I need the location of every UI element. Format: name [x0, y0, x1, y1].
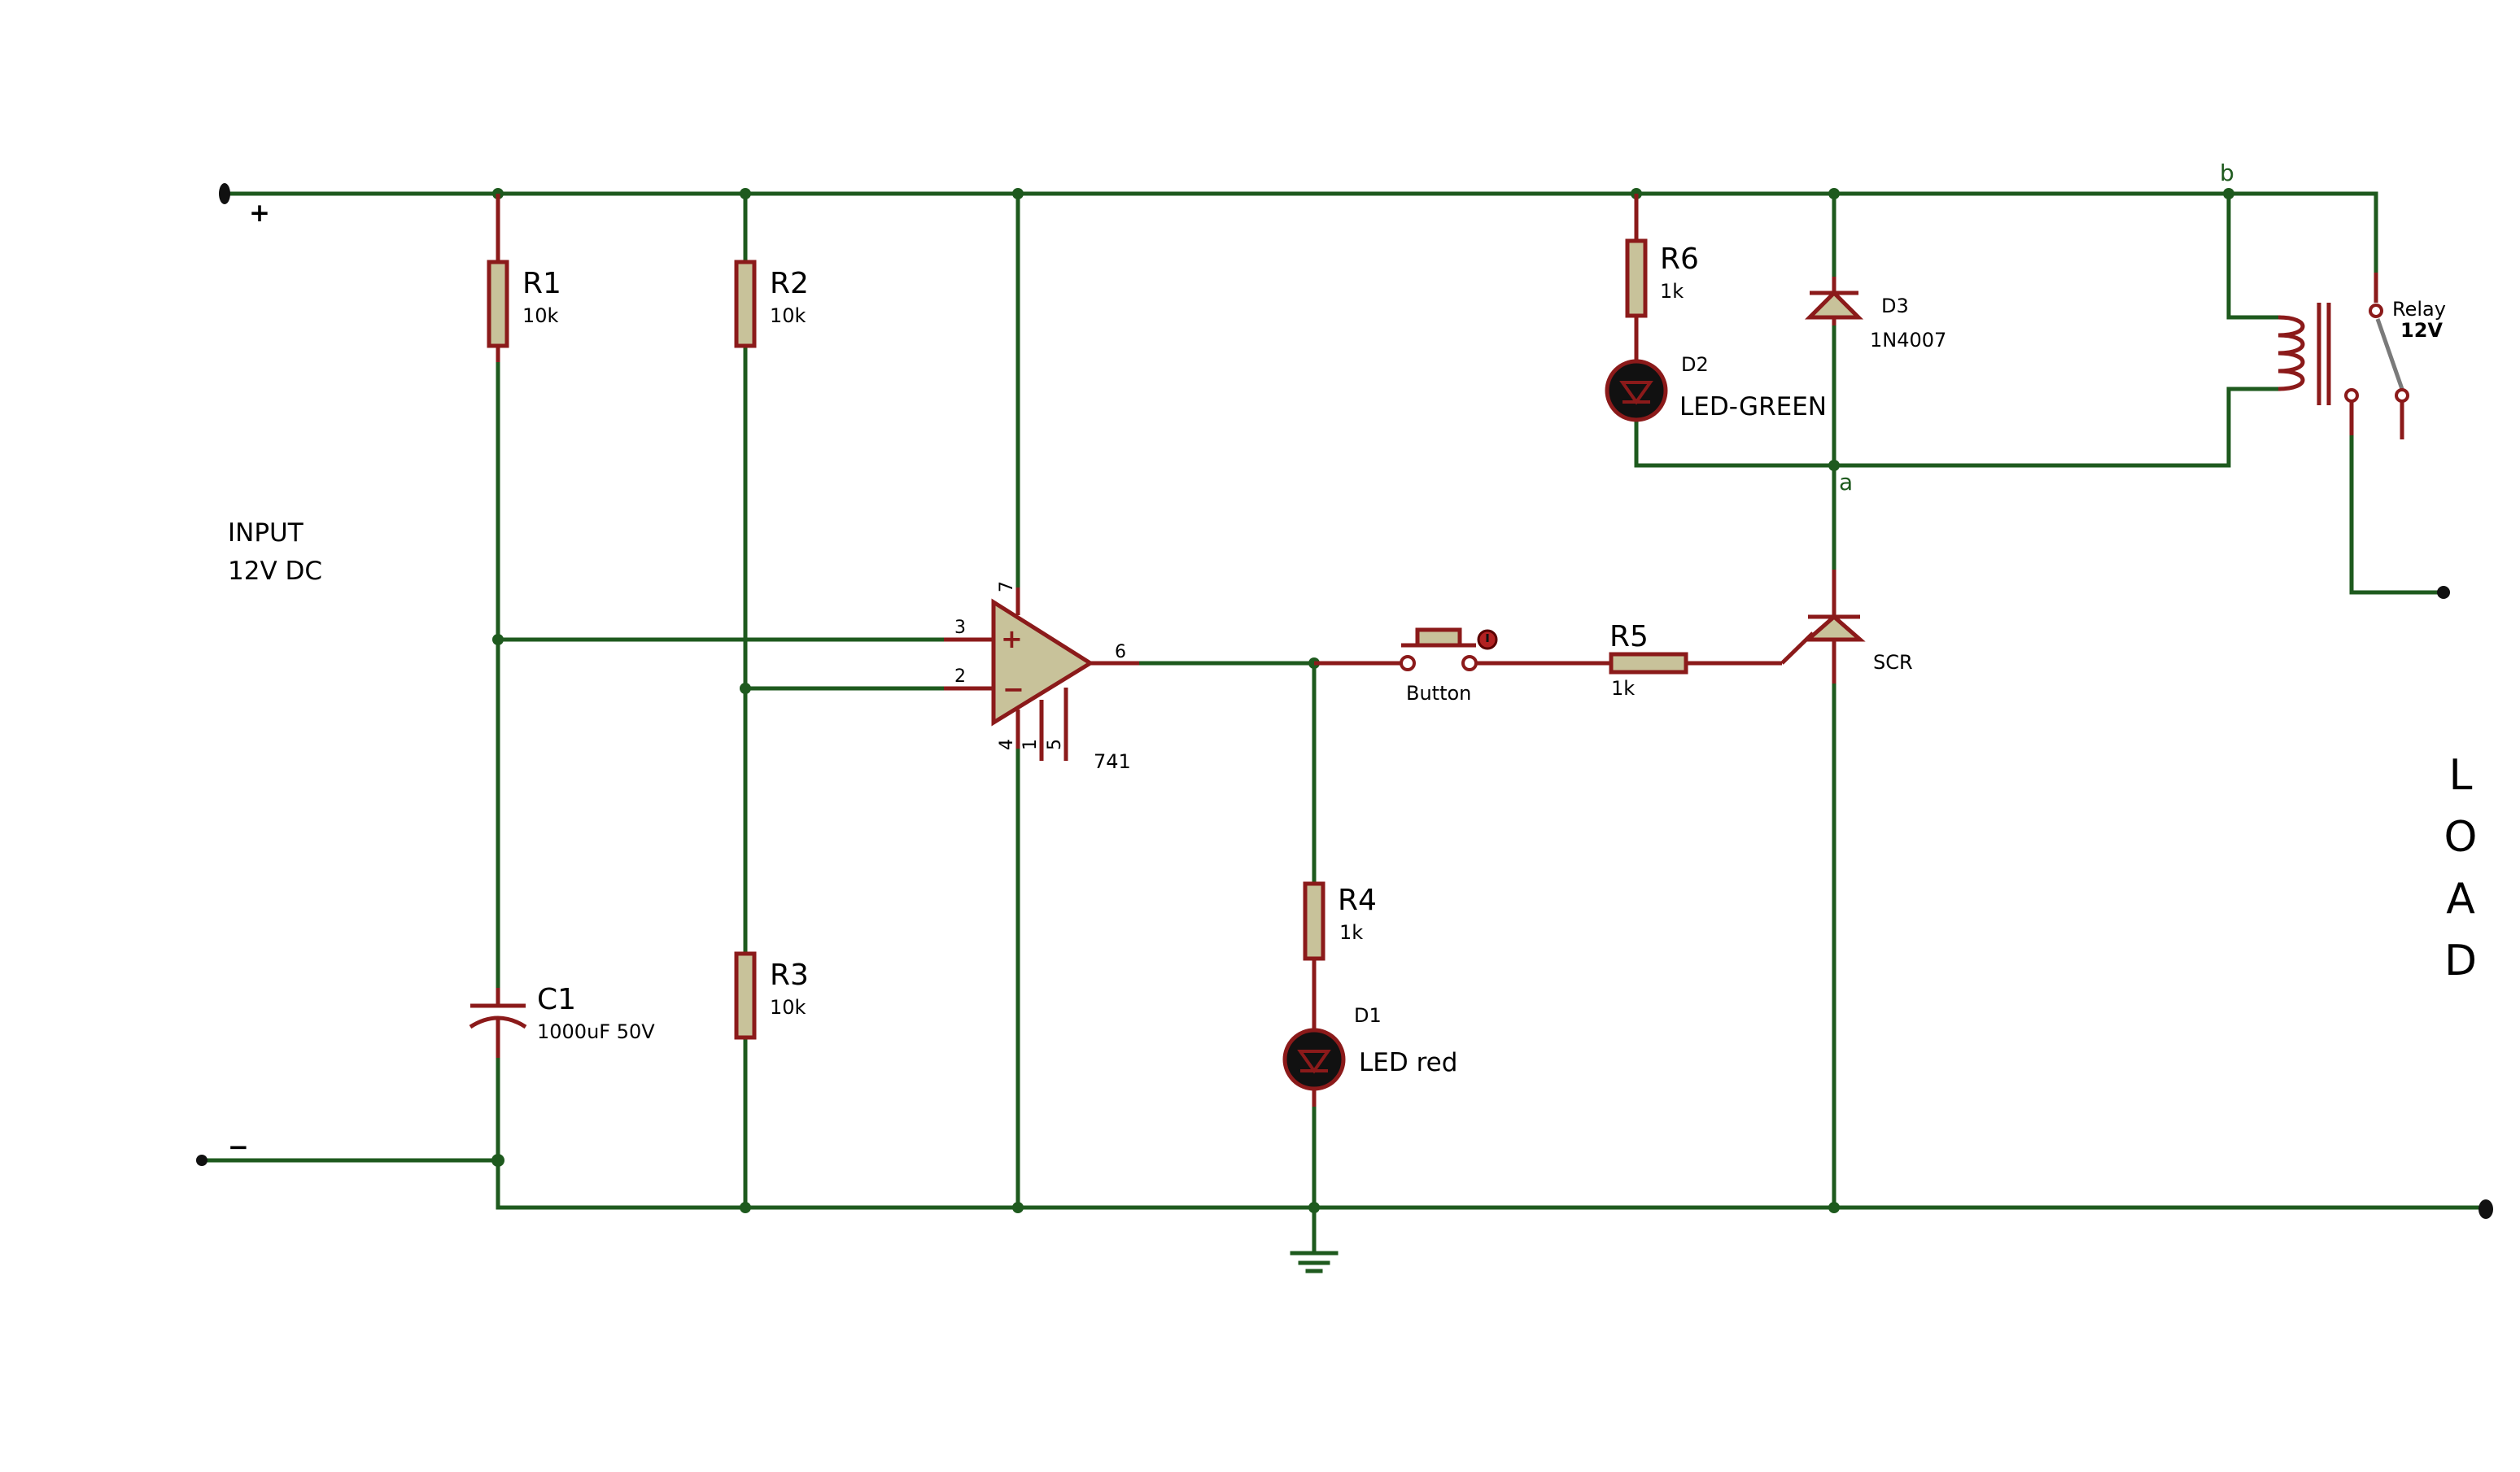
r3-ref: R3 [770, 959, 809, 992]
resistor-r3[interactable] [734, 951, 757, 1040]
relay-label: Relay [2392, 298, 2446, 321]
d2-ref: D2 [1681, 353, 1709, 376]
load-letter-2: O [2444, 813, 2478, 862]
led-d1-red[interactable] [1282, 1028, 1346, 1107]
diode-d3[interactable] [1804, 277, 1864, 325]
load-letter-4: D [2444, 937, 2477, 985]
wires [199, 191, 2488, 1256]
scr-thyristor[interactable] [1802, 570, 1866, 684]
button-label: Button [1406, 682, 1471, 705]
r2-ref: R2 [770, 267, 809, 300]
ground-symbol [1290, 1251, 1339, 1273]
r1-ref: R1 [522, 267, 561, 300]
r3-value: 10k [770, 996, 806, 1019]
load-letter-1: L [2449, 751, 2473, 800]
opamp-value: 741 [1094, 750, 1131, 773]
d1-value: LED red [1359, 1048, 1457, 1077]
load-letter-3: A [2446, 875, 2475, 924]
r2-value: 10k [770, 304, 806, 327]
c1-value: 1000uF 50V [537, 1020, 655, 1043]
opamp-741[interactable] [944, 587, 1139, 761]
led-d2-green[interactable] [1605, 359, 1668, 422]
d3-ref: D3 [1881, 295, 1909, 317]
r6-ref: R6 [1660, 242, 1699, 276]
r4-ref: R4 [1338, 884, 1377, 917]
minus-sign: − [228, 1133, 249, 1162]
terminal-minus[interactable] [196, 1155, 207, 1166]
opamp-minus-sign: − [1002, 674, 1024, 705]
terminal-load-top[interactable] [2437, 586, 2450, 599]
d2-value: LED-GREEN [1679, 392, 1827, 422]
push-button[interactable] [1314, 627, 1611, 671]
r4-value: 1k [1339, 921, 1363, 944]
resistor-r4[interactable] [1303, 881, 1326, 1030]
relay-value: 12V [2400, 319, 2443, 342]
plus-sign: + [249, 199, 270, 228]
opamp-pin-1: 1 [1020, 739, 1041, 750]
opamp-pin-5: 5 [1045, 739, 1065, 750]
net-label-b: b [2220, 159, 2234, 186]
junction-dots [491, 188, 2234, 1213]
opamp-pin-7: 7 [997, 581, 1017, 592]
scr-label: SCR [1873, 651, 1913, 674]
resistor-r1[interactable] [487, 194, 509, 362]
terminal-plus[interactable] [219, 183, 230, 204]
net-label-a: a [1839, 469, 1853, 496]
r1-value: 10k [522, 304, 559, 327]
r5-ref: R5 [1609, 620, 1649, 653]
input-label: INPUT [228, 518, 304, 548]
opamp-pin-4: 4 [997, 739, 1017, 750]
relay-12v[interactable] [2278, 273, 2409, 439]
resistor-r2[interactable] [734, 260, 757, 348]
opamp-plus-sign: + [1001, 623, 1023, 654]
d3-value: 1N4007 [1870, 329, 1946, 352]
d1-ref: D1 [1354, 1004, 1382, 1027]
terminal-load-bottom[interactable] [2479, 1199, 2493, 1219]
capacitor-c1[interactable] [469, 988, 527, 1058]
resistor-r6[interactable] [1625, 194, 1648, 363]
opamp-pin-6: 6 [1115, 642, 1126, 662]
r6-value: 1k [1660, 280, 1684, 303]
c1-ref: C1 [537, 983, 576, 1016]
opamp-pin-3: 3 [954, 618, 966, 638]
r5-value: 1k [1611, 677, 1635, 700]
opamp-pin-2: 2 [954, 666, 966, 687]
input-voltage-label: 12V DC [228, 557, 322, 586]
